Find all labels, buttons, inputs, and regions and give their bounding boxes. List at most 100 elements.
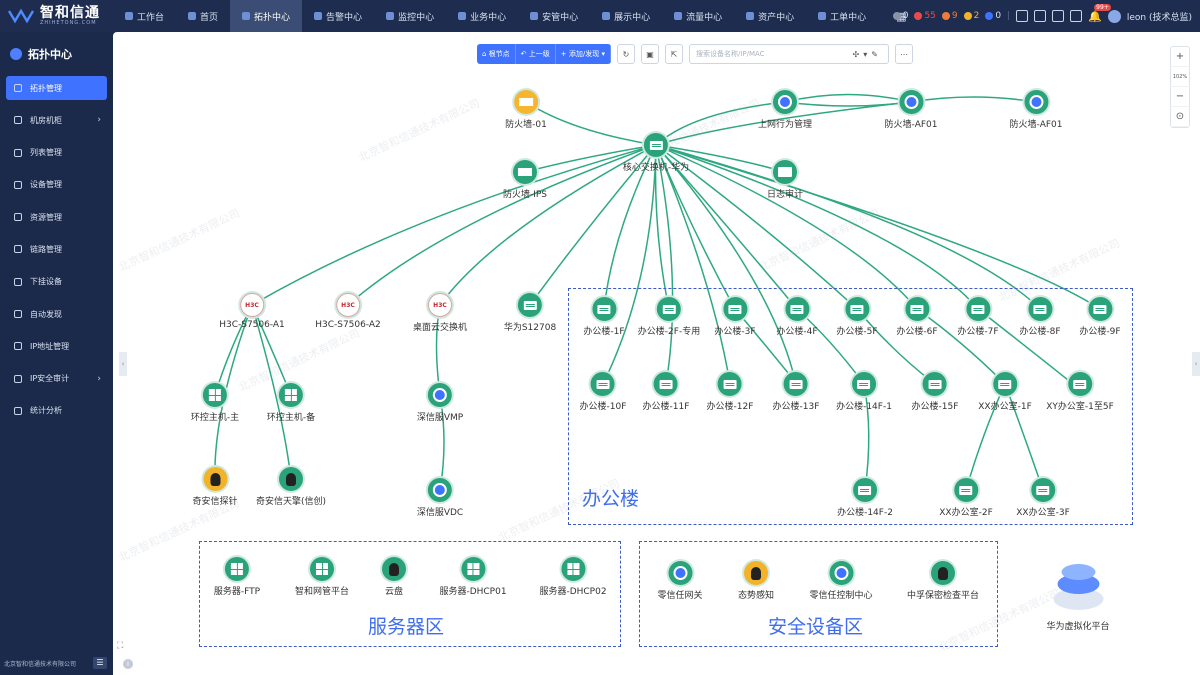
node-xy-office[interactable]: XY办公室-1至5F (1046, 372, 1114, 412)
node-sangfor-vdc[interactable]: 深信服VDC (417, 478, 463, 518)
nav-tab-business[interactable]: 业务中心 (446, 0, 518, 32)
status-count-gray[interactable]: 0 (892, 11, 908, 21)
nav-tab-home[interactable]: 首页 (176, 0, 230, 32)
sound-icon[interactable] (1034, 10, 1047, 22)
nav-tab-display[interactable]: 展示中心 (590, 0, 662, 32)
info-icon[interactable]: i (123, 659, 133, 669)
sidebar-item-room-rack[interactable]: 机房机柜› (6, 108, 107, 132)
node-office-1f[interactable]: 办公楼-1F (583, 297, 625, 337)
node-office-12f[interactable]: 办公楼-12F (707, 372, 753, 412)
node-behavior-manage[interactable]: 上网行为管理 (758, 90, 812, 130)
status-count-major[interactable]: 9 (941, 11, 958, 21)
node-situation-awareness[interactable]: 态势感知 (738, 561, 774, 601)
node-office-5f[interactable]: 办公楼-5F (836, 297, 878, 337)
node-qax-probe[interactable]: 奇安信探针 (192, 467, 238, 507)
export-icon[interactable]: ⇱ (664, 44, 683, 64)
nav-tab-workbench[interactable]: 工作台 (113, 0, 176, 32)
node-server-ftp[interactable]: 服务器-FTP (214, 557, 260, 597)
node-firewall-01[interactable]: 防火墙-01 (505, 90, 547, 130)
more-icon[interactable]: ⋯ (894, 44, 913, 64)
add-discover-button[interactable]: + 添加/发现 ▾ (555, 44, 611, 64)
node-office-14f-1[interactable]: 办公楼-14F-1 (836, 372, 892, 412)
nav-tab-topology[interactable]: 拓扑中心 (230, 0, 303, 32)
fullscreen-icon[interactable]: ⛶ (117, 641, 124, 651)
reset-view-icon[interactable]: ⊙ (1170, 107, 1190, 127)
sidebar-item-auto-discover[interactable]: 自动发现 (6, 302, 107, 326)
node-office-2f[interactable]: 办公楼-2F-专用 (638, 297, 700, 337)
node-firewall-ips[interactable]: 防火墙-IPS (503, 160, 547, 200)
nav-tab-ticket[interactable]: 工单中心 (806, 0, 878, 32)
brand-logo[interactable]: 智和信通 ZHIHETONG.COM (0, 0, 113, 32)
node-huawei-s12708[interactable]: 华为S12708 (504, 293, 556, 333)
node-office-6f[interactable]: 办公楼-6F (896, 297, 938, 337)
status-count-info[interactable]: 0 (985, 11, 1001, 21)
node-xx-office-2f[interactable]: XX办公室-2F (939, 478, 993, 518)
node-log-audit[interactable]: 日志审计 (767, 160, 803, 200)
save-icon[interactable]: ▣ (640, 44, 659, 64)
sidebar-item-link-manage[interactable]: 链路管理 (6, 237, 107, 261)
node-firewall-af01-b[interactable]: 防火墙-AF01 (1009, 90, 1063, 130)
layout-icon[interactable]: ✣ (852, 49, 864, 59)
node-office-13f[interactable]: 办公楼-13F (773, 372, 819, 412)
nav-tab-asset[interactable]: 资产中心 (734, 0, 806, 32)
node-office-15f[interactable]: 办公楼-15F (912, 372, 958, 412)
sidebar-item-ip-audit[interactable]: IP安全审计› (6, 367, 107, 391)
nav-more[interactable]: ▦ (878, 0, 918, 32)
node-zero-trust-gateway[interactable]: 零信任网关 (657, 561, 703, 601)
node-server-dhcp02[interactable]: 服务器-DHCP02 (539, 557, 607, 597)
menu-icon[interactable]: ☰ (93, 657, 107, 669)
nav-tab-alarm[interactable]: 告警中心 (302, 0, 374, 32)
sidebar-item-statistics[interactable]: 统计分析 (6, 399, 107, 423)
zoom-in-icon[interactable]: + (1170, 47, 1190, 67)
node-xx-office-3f[interactable]: XX办公室-3F (1016, 478, 1070, 518)
node-office-8f[interactable]: 办公楼-8F (1019, 297, 1061, 337)
nav-tab-traffic[interactable]: 流量中心 (662, 0, 734, 32)
bell-icon[interactable]: 🔔99+ (1088, 3, 1111, 23)
node-zhongfu-secrecy[interactable]: 中孚保密检查平台 (907, 561, 979, 601)
nav-tab-security[interactable]: 安管中心 (518, 0, 590, 32)
sidebar-item-attached-device[interactable]: 下挂设备 (6, 270, 107, 294)
right-collapse-handle[interactable]: ‹ (1192, 352, 1200, 376)
caret-down-icon[interactable]: ▾ (863, 49, 872, 59)
node-office-7f[interactable]: 办公楼-7F (957, 297, 999, 337)
node-office-3f[interactable]: 办公楼-3F (714, 297, 756, 337)
up-level-button[interactable]: ↶ 上一级 (515, 44, 556, 64)
sidebar-item-device-manage[interactable]: 设备管理 (6, 173, 107, 197)
sidebar-item-ip-manage[interactable]: IP地址管理 (6, 334, 107, 358)
edit-icon[interactable]: ✎ (871, 49, 882, 59)
node-huawei-virtualization[interactable]: 华为虚拟化平台 (1046, 560, 1110, 632)
status-count-critical[interactable]: 55 (914, 11, 936, 21)
refresh-icon[interactable]: ↻ (616, 44, 635, 64)
user-name[interactable]: leon (技术总监) (1126, 12, 1192, 23)
shirt-icon[interactable] (1016, 10, 1029, 22)
node-xx-office-1f[interactable]: XX办公室-1F (978, 372, 1032, 412)
node-env-host-main[interactable]: 环控主机-主 (191, 383, 239, 423)
root-node-button[interactable]: ⌂ 根节点 (477, 44, 516, 64)
node-sangfor-vmp[interactable]: 深信服VMP (417, 383, 463, 423)
node-server-dhcp01[interactable]: 服务器-DHCP01 (439, 557, 507, 597)
sidebar-item-resource-manage[interactable]: 资源管理 (6, 205, 107, 229)
node-qax-skyeye[interactable]: 奇安信天擎(信创) (256, 467, 326, 507)
node-env-host-backup[interactable]: 环控主机-备 (267, 383, 315, 423)
zoom-out-icon[interactable]: − (1170, 87, 1190, 107)
sidebar-item-topology-manage[interactable]: 拓扑管理 (6, 76, 107, 100)
node-office-11f[interactable]: 办公楼-11F (643, 372, 689, 412)
node-office-9f[interactable]: 办公楼-9F (1079, 297, 1121, 337)
node-office-4f[interactable]: 办公楼-4F (776, 297, 818, 337)
node-zhihe-nms[interactable]: 智和网管平台 (295, 557, 349, 597)
node-firewall-af01-a[interactable]: 防火墙-AF01 (884, 90, 938, 130)
status-count-minor[interactable]: 2 (963, 11, 979, 21)
node-zero-trust-control[interactable]: 零信任控制中心 (809, 561, 873, 601)
nav-tab-monitor[interactable]: 监控中心 (374, 0, 446, 32)
node-office-14f-2[interactable]: 办公楼-14F-2 (837, 478, 893, 518)
fullscreen-icon[interactable] (1070, 10, 1083, 22)
avatar[interactable] (1107, 9, 1121, 23)
sidebar-item-list-manage[interactable]: 列表管理 (6, 141, 107, 165)
node-office-10f[interactable]: 办公楼-10F (580, 372, 626, 412)
left-collapse-handle[interactable]: ‹ (119, 352, 127, 376)
node-cloud-disk[interactable]: 云盘 (382, 557, 406, 597)
device-search-input[interactable]: 搜索设备名称/IP/MAC ✣▾✎ (688, 44, 889, 64)
